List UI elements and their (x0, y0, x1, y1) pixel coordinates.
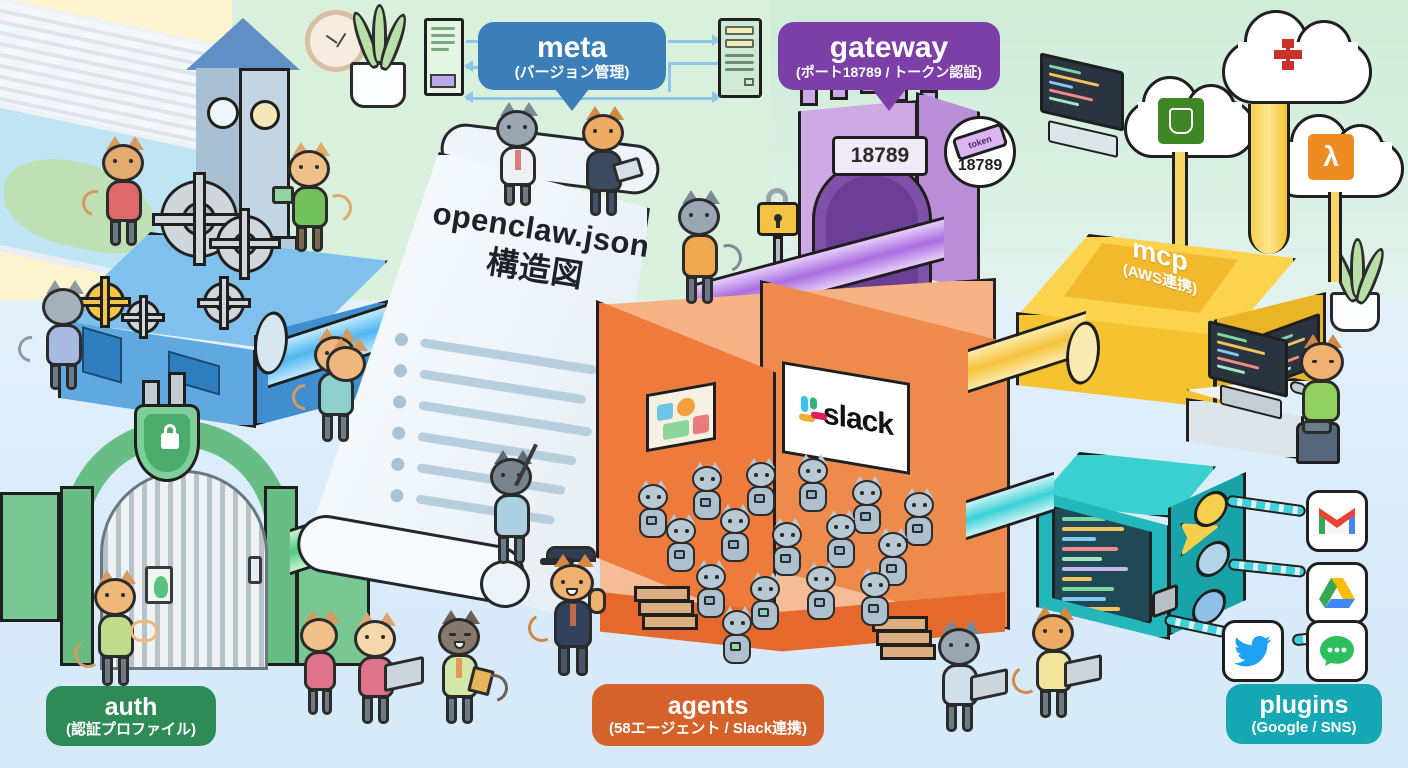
meta-arrow-out (668, 40, 718, 43)
gear-medium (209, 208, 281, 280)
label-plugins[interactable]: plugins (Google / SNS) (1226, 684, 1382, 744)
twitter-icon[interactable] (1222, 620, 1284, 682)
aws-cloud-s3 (1124, 74, 1256, 160)
arrow-head-left (464, 60, 473, 72)
meta-arrow-branch (668, 62, 720, 65)
tower-clock-right (250, 100, 280, 130)
meta-arrow-vert (668, 62, 671, 92)
callout-meta[interactable]: meta (バージョン管理) (478, 22, 666, 90)
callout-gateway-sub: (ポート18789 / トークン認証) (796, 64, 982, 81)
gear-silver-2 (121, 295, 165, 339)
potted-plant-right (1325, 238, 1389, 332)
google-drive-icon[interactable] (1306, 562, 1368, 624)
s3-bucket-icon (1158, 98, 1204, 144)
gear-large (152, 172, 246, 266)
chat-icon[interactable] (1306, 620, 1368, 682)
lock-shield-icon (134, 404, 200, 482)
openclaw-json-scroll: openclaw.json 構造図 (290, 120, 690, 640)
gmail-icon[interactable] (1306, 490, 1368, 552)
label-plugins-title: plugins (1259, 691, 1349, 719)
meta-arrow-in (466, 40, 488, 43)
label-agents[interactable]: agents (58エージェント / Slack連携) (592, 684, 824, 746)
label-agents-sub: (58エージェント / Slack連携) (608, 719, 808, 737)
arrow-head-right-2 (712, 91, 721, 103)
gear-gold (79, 276, 131, 328)
cloud-pipe-left (1172, 152, 1188, 262)
label-auth-title: auth (104, 693, 158, 721)
callout-meta-sub: (バージョン管理) (514, 63, 630, 81)
token-ticket-icon: token (951, 122, 1009, 161)
lambda-icon: λ (1308, 134, 1354, 180)
cloud-pipe-right (1328, 192, 1342, 282)
arrow-head-right (712, 34, 721, 46)
card-held (272, 186, 294, 204)
label-auth[interactable]: auth (認証プロファイル) (46, 686, 216, 746)
meta-server-rack (718, 18, 762, 98)
gate-keypad (145, 566, 173, 604)
potted-plant (348, 4, 411, 108)
callout-meta-title: meta (536, 30, 608, 64)
pointing-paw (588, 588, 606, 614)
meta-arrow-bottom (466, 97, 716, 100)
label-plugins-sub: (Google / SNS) (1251, 718, 1357, 736)
data-beam-teal (966, 471, 1054, 541)
bubble-port-text: 18789 (957, 156, 1003, 174)
token-bubble: token 18789 (944, 116, 1016, 188)
aws-cloud-lambda: λ (1270, 112, 1404, 200)
gear-small (197, 276, 251, 330)
scroll-curl (480, 560, 530, 608)
meta-diagram-doc (424, 18, 464, 96)
callout-gateway[interactable]: gateway (ポート18789 / トークン認証) (778, 22, 1000, 90)
dynamodb-icon (1264, 32, 1312, 80)
label-agents-title: agents (667, 692, 749, 720)
arrow-head-left-2 (464, 91, 473, 103)
cloud-pipe-wide (1248, 104, 1290, 254)
callout-gateway-tail (872, 89, 906, 111)
meta-arrow-back (466, 66, 488, 69)
tower-clock-left (207, 97, 239, 129)
slack-logo-icon (799, 395, 827, 428)
aws-cloud-dynamodb (1222, 10, 1372, 110)
label-auth-sub: (認証プロファイル) (66, 720, 196, 738)
gateway-port-plate: 18789 (832, 136, 928, 176)
data-beam-yellow (968, 310, 1100, 394)
callout-meta-tail (555, 89, 589, 111)
gate-reader (248, 556, 262, 584)
slack-wordmark: slack (822, 397, 893, 442)
callout-gateway-title: gateway (829, 31, 949, 65)
